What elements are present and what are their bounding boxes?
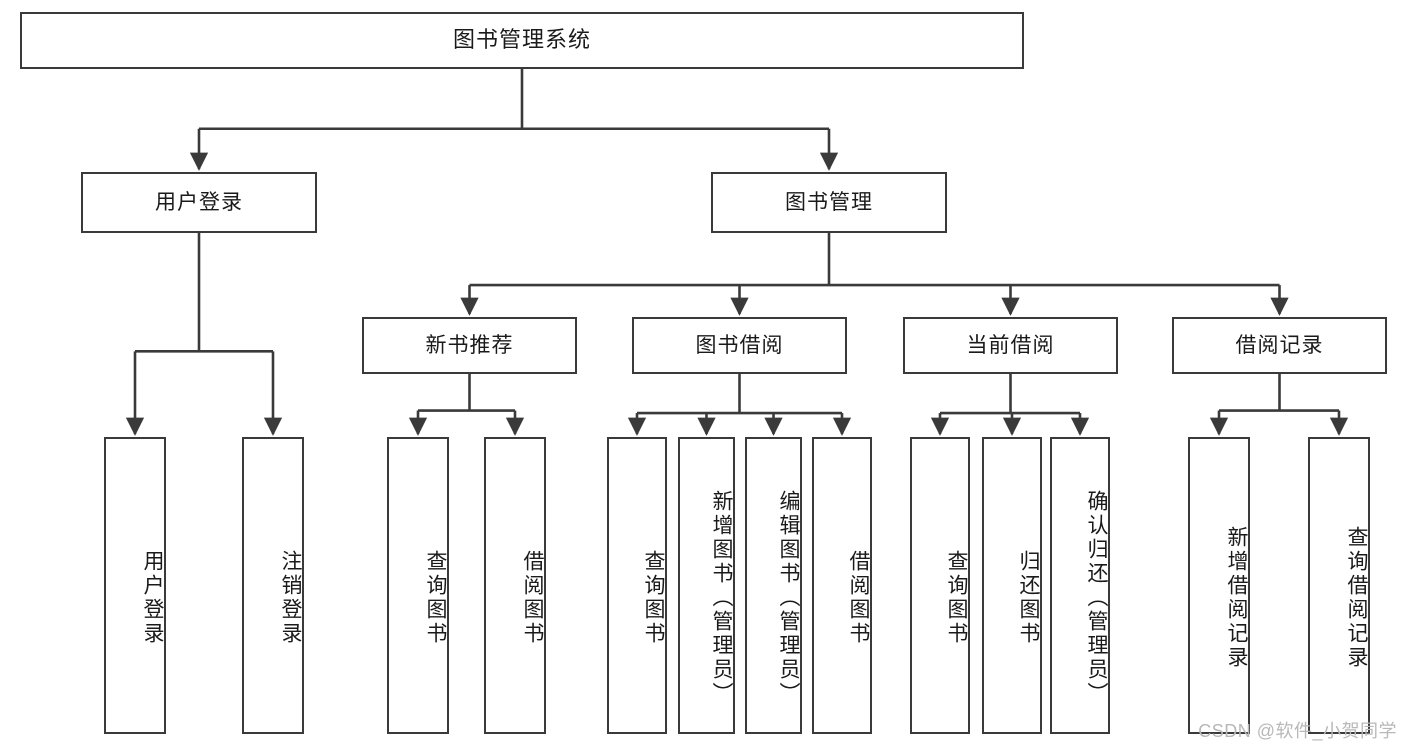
node-label: 借阅记录 [1235,333,1324,357]
node-borrow-record[interactable]: 借阅记录 [1172,317,1387,374]
node-label: 确认归还（管理员） [1085,489,1108,706]
node-leaf-user-login[interactable]: 用户登录 [104,437,166,734]
node-label: 查询借阅记录 [1345,525,1368,670]
node-label: 借阅图书 [847,549,870,646]
node-label: 新书推荐 [425,333,514,357]
node-label: 用户登录 [155,190,243,214]
node-book-borrow[interactable]: 图书借阅 [632,317,847,374]
node-label: 借阅图书 [521,549,544,646]
node-leaf-query-book-1[interactable]: 查询图书 [387,437,449,734]
node-leaf-add-book-admin[interactable]: 新增图书（管理员） [678,437,735,734]
node-label: 注销登录 [279,549,302,646]
node-book-manage[interactable]: 图书管理 [711,172,947,233]
node-label: 当前借阅 [966,333,1055,357]
node-leaf-add-borrow-record[interactable]: 新增借阅记录 [1188,437,1250,734]
node-leaf-borrow-book-1[interactable]: 借阅图书 [484,437,546,734]
node-label: 图书管理系统 [452,27,591,53]
node-label: 新增借阅记录 [1225,525,1248,670]
node-label: 图书管理 [785,190,873,214]
node-label: 用户登录 [141,549,164,646]
node-label: 新增图书（管理员） [710,489,733,706]
node-leaf-borrow-book-2[interactable]: 借阅图书 [812,437,872,734]
node-label: 查询图书 [945,549,968,646]
node-user-login[interactable]: 用户登录 [81,172,317,233]
node-leaf-query-book-3[interactable]: 查询图书 [910,437,970,734]
node-label: 图书借阅 [695,333,784,357]
node-label: 查询图书 [424,549,447,646]
node-leaf-edit-book-admin[interactable]: 编辑图书（管理员） [745,437,802,734]
node-leaf-query-borrow-record[interactable]: 查询借阅记录 [1308,437,1370,734]
node-leaf-logout-login[interactable]: 注销登录 [242,437,304,734]
node-root[interactable]: 图书管理系统 [20,12,1024,69]
node-new-book-recommend[interactable]: 新书推荐 [362,317,577,374]
node-label: 归还图书 [1017,549,1040,646]
node-current-borrow[interactable]: 当前借阅 [903,317,1118,374]
node-leaf-query-book-2[interactable]: 查询图书 [607,437,667,734]
node-label: 编辑图书（管理员） [777,489,800,706]
node-leaf-confirm-return-admin[interactable]: 确认归还（管理员） [1050,437,1110,734]
node-leaf-return-book[interactable]: 归还图书 [982,437,1042,734]
node-label: 查询图书 [642,549,665,646]
